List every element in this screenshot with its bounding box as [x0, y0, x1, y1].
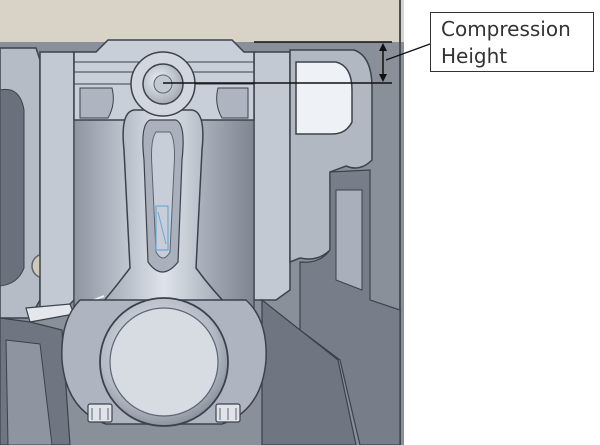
left-casting-inner: [0, 88, 25, 287]
crankcase-left-inner: [5, 339, 53, 445]
compression-height-callout: Compression Height: [430, 12, 594, 72]
dimension-arrowhead-down: [379, 74, 387, 82]
crankcase-right: [261, 298, 357, 445]
rod-marking: [155, 205, 169, 251]
rod-marking-stroke: [157, 211, 167, 245]
crankpin: [109, 307, 219, 417]
piston-boss-left: [79, 87, 114, 119]
callout-text-line1: Compression: [441, 17, 571, 41]
left-cylinder-wall: [39, 51, 75, 313]
right-lower-highlight: [335, 189, 363, 291]
piston-pin-bore: [153, 74, 173, 94]
right-cylinder-wall: [253, 51, 291, 301]
callout-leader: [385, 43, 431, 61]
connecting-rod-web-inner: [151, 131, 175, 259]
right-jacket-passage: [295, 61, 353, 135]
right-lower-casting: [299, 169, 401, 445]
piston-boss-right: [216, 87, 249, 119]
callout-text-line2: Height: [441, 44, 508, 68]
dimension-arrowhead-up: [379, 43, 387, 51]
